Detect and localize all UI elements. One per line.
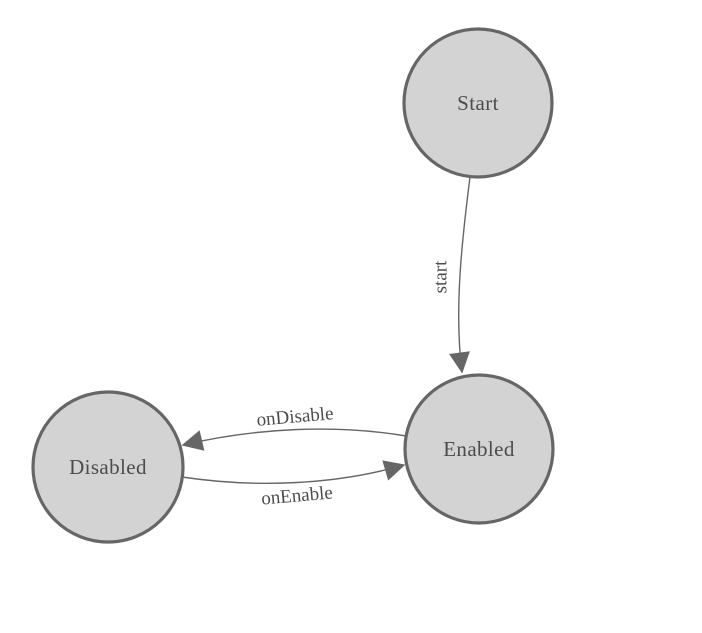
transition-label-enabled-to-disabled: onDisable bbox=[256, 403, 335, 431]
state-label-start: Start bbox=[457, 91, 499, 115]
state-label-disabled: Disabled bbox=[69, 455, 147, 479]
transition-line-start-to-enabled[interactable] bbox=[449, 176, 471, 374]
state-node-start: Start bbox=[402, 27, 554, 179]
state-label-enabled: Enabled bbox=[443, 437, 515, 461]
state-node-disabled: Disabled bbox=[31, 390, 185, 544]
transition-enabled-to-disabled: onDisable bbox=[181, 403, 407, 451]
transition-label-disabled-to-enabled: onEnable bbox=[260, 482, 333, 509]
state-circle-disabled[interactable] bbox=[31, 390, 185, 544]
state-node-enabled: Enabled bbox=[403, 373, 555, 525]
state-circle-start[interactable] bbox=[402, 27, 554, 179]
transition-disabled-to-enabled: onEnable bbox=[181, 460, 406, 510]
transition-line-enabled-to-disabled[interactable] bbox=[181, 428, 407, 451]
transition-line-disabled-to-enabled[interactable] bbox=[181, 460, 406, 485]
state-circle-enabled[interactable] bbox=[403, 373, 555, 525]
transition-label-start-to-enabled: start bbox=[431, 260, 452, 293]
transition-start-to-enabled: start bbox=[431, 176, 471, 374]
